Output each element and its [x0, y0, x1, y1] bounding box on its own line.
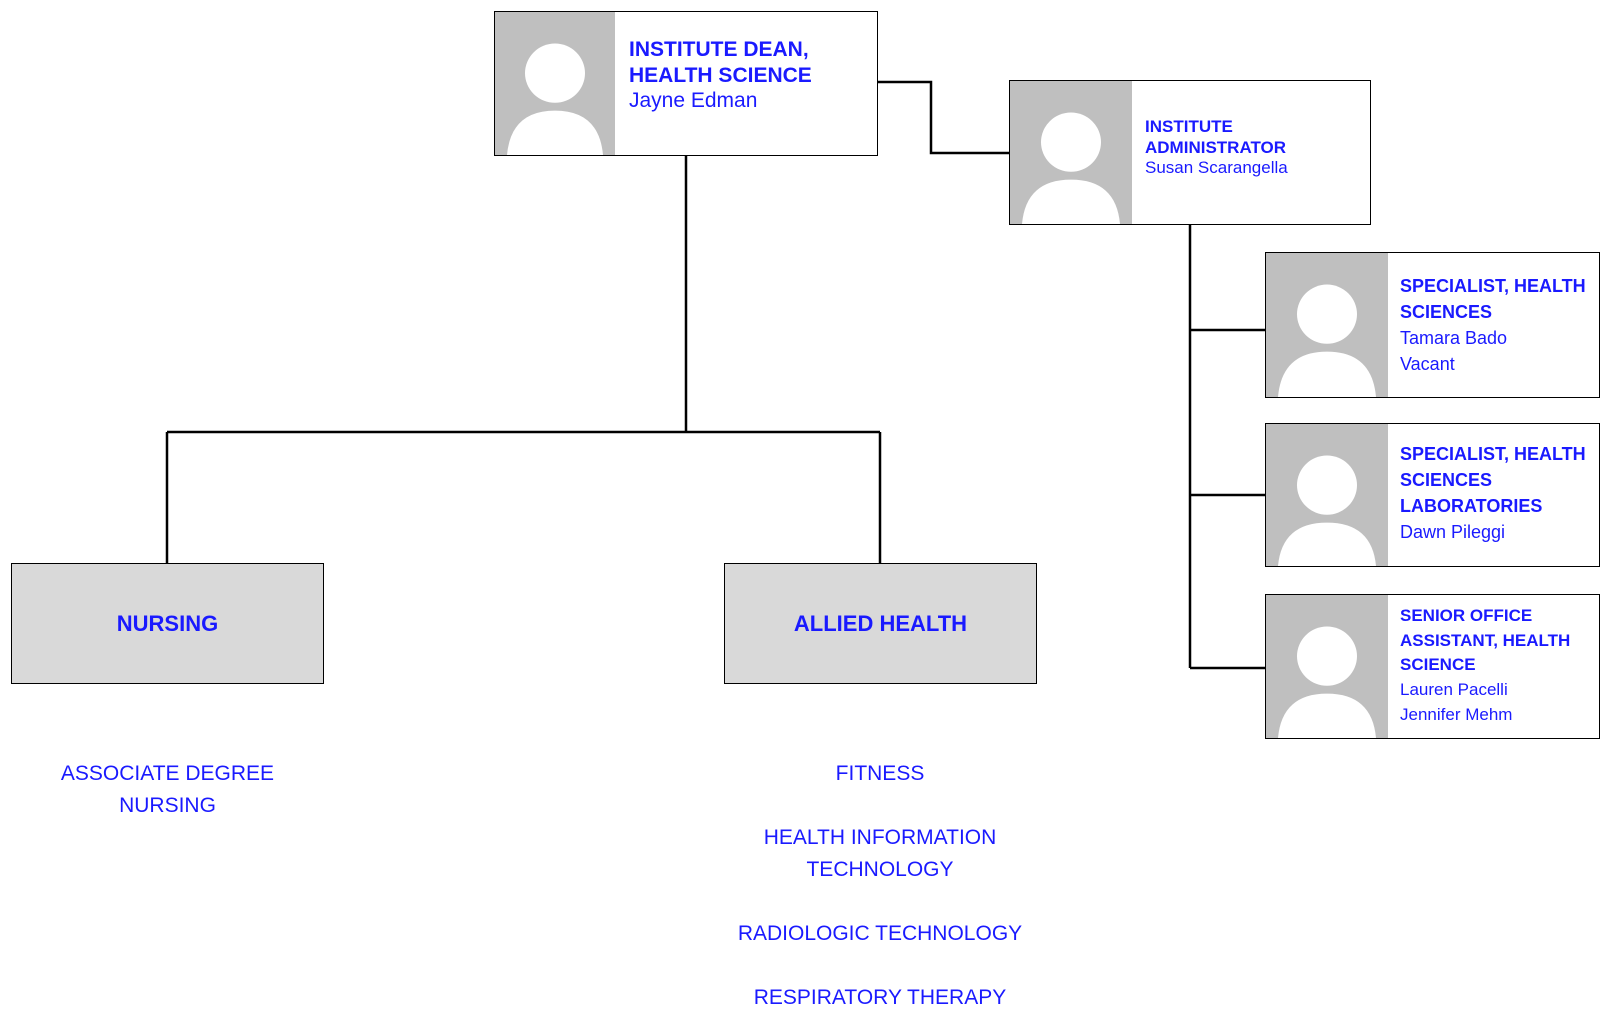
staff-title: SPECIALIST, HEALTH SCIENCES: [1400, 276, 1586, 323]
administrator-card[interactable]: INSTITUTE ADMINISTRATOR Susan Scarangell…: [1009, 80, 1371, 225]
administrator-info: INSTITUTE ADMINISTRATOR Susan Scarangell…: [1145, 117, 1365, 179]
program-item: HEALTH INFORMATION TECHNOLOGY: [763, 826, 997, 881]
dean-card[interactable]: INSTITUTE DEAN, HEALTH SCIENCE Jayne Edm…: [494, 11, 878, 156]
staff-name: Tamara Bado: [1400, 328, 1508, 349]
person-silhouette-icon: [1266, 595, 1388, 738]
staff-name: Dawn Pileggi: [1400, 522, 1506, 543]
administrator-name: Susan Scarangella: [1145, 158, 1288, 178]
staff-card[interactable]: SPECIALIST, HEALTH SCIENCES LABORATORIES…: [1265, 423, 1600, 567]
department-nursing[interactable]: NURSING: [11, 563, 324, 684]
program-item: RADIOLOGIC TECHNOLOGY: [737, 922, 1023, 945]
dean-title: INSTITUTE DEAN, HEALTH SCIENCE: [629, 38, 812, 87]
department-label: NURSING: [116, 610, 219, 636]
program-item: RESPIRATORY THERAPY: [753, 986, 1007, 1009]
staff-info: SPECIALIST, HEALTH SCIENCES LABORATORIES…: [1400, 441, 1600, 545]
staff-title: SPECIALIST, HEALTH SCIENCES LABORATORIES: [1400, 444, 1586, 517]
person-silhouette-icon: [495, 12, 615, 155]
allied-health-programs: FITNESS HEALTH INFORMATION TECHNOLOGY RA…: [730, 758, 1030, 1014]
staff-name: Vacant: [1400, 354, 1455, 375]
staff-info: SENIOR OFFICE ASSISTANT, HEALTH SCIENCE …: [1400, 604, 1600, 727]
person-silhouette-icon: [1266, 253, 1388, 397]
program-item: FITNESS: [835, 762, 925, 785]
program-item: ASSOCIATE DEGREE NURSING: [60, 762, 275, 817]
nursing-programs: ASSOCIATE DEGREE NURSING: [40, 758, 295, 822]
staff-card[interactable]: SPECIALIST, HEALTH SCIENCES Tamara Bado …: [1265, 252, 1600, 398]
department-allied-health[interactable]: ALLIED HEALTH: [724, 563, 1037, 684]
person-silhouette-icon: [1010, 81, 1132, 224]
person-silhouette-icon: [1266, 424, 1388, 566]
staff-title: SENIOR OFFICE ASSISTANT, HEALTH SCIENCE: [1400, 606, 1571, 675]
department-label: ALLIED HEALTH: [793, 610, 968, 636]
dean-name: Jayne Edman: [629, 89, 758, 113]
staff-name: Lauren Pacelli: [1400, 679, 1508, 699]
staff-name: Jennifer Mehm: [1400, 704, 1513, 724]
staff-info: SPECIALIST, HEALTH SCIENCES Tamara Bado …: [1400, 273, 1600, 377]
dean-to-administrator-line: [877, 80, 1010, 155]
dean-to-departments-line: [165, 155, 882, 563]
administrator-to-staff-line: [1188, 225, 1265, 670]
dean-info: INSTITUTE DEAN, HEALTH SCIENCE Jayne Edm…: [629, 37, 869, 114]
administrator-title: INSTITUTE ADMINISTRATOR: [1145, 117, 1287, 157]
staff-card[interactable]: SENIOR OFFICE ASSISTANT, HEALTH SCIENCE …: [1265, 594, 1600, 739]
